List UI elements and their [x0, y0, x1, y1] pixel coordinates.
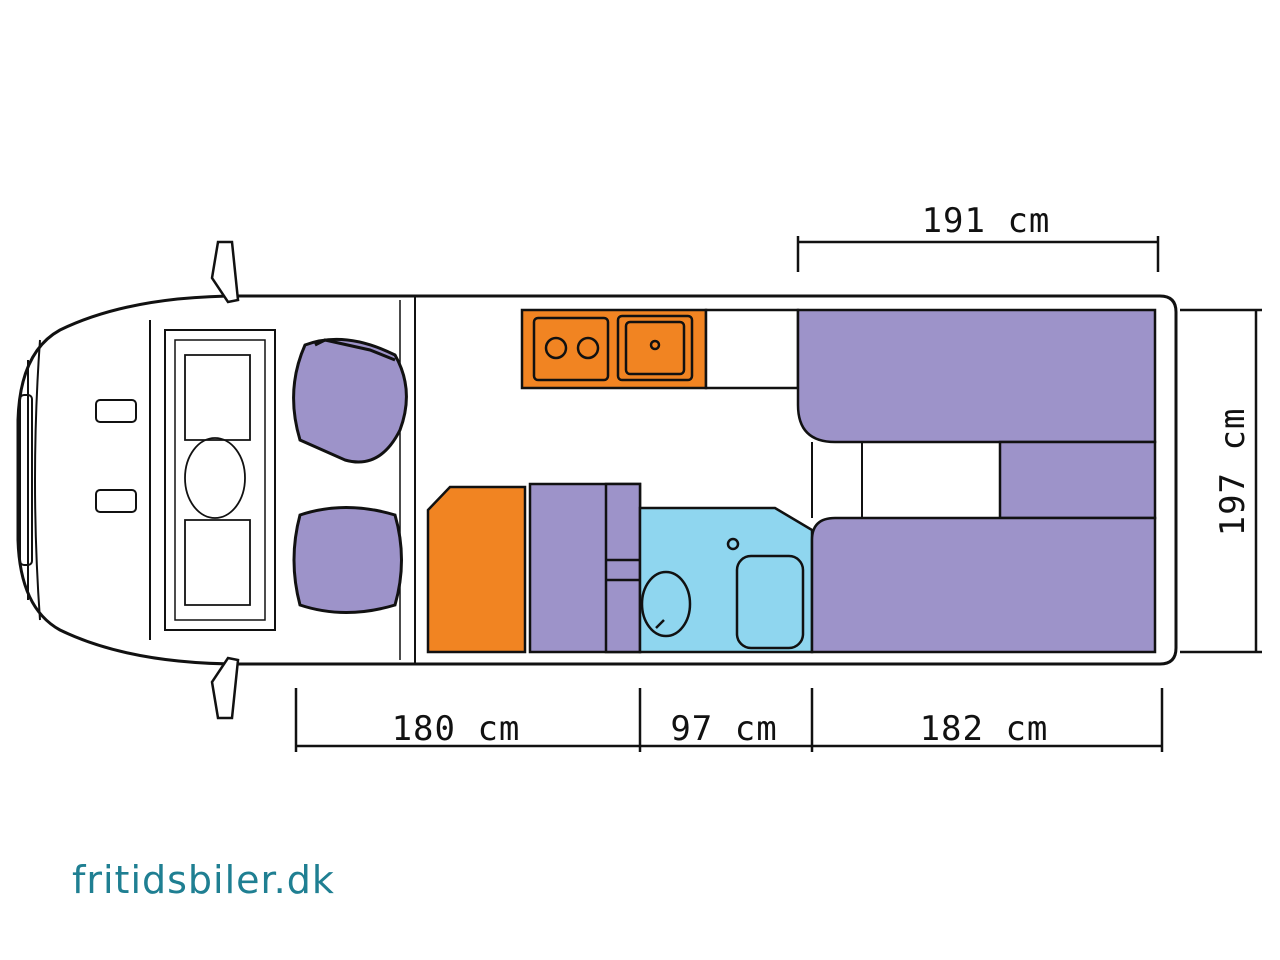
- dashboard: [184, 354, 251, 606]
- fridge-cabinet: [704, 308, 800, 390]
- dim-label-bed: 182 cm: [920, 709, 1049, 749]
- wardrobe: [528, 482, 642, 654]
- dimension-line-bottom: [294, 688, 1164, 752]
- bed-gap-outline: [811, 442, 1001, 518]
- bed-upper: [796, 308, 1157, 444]
- bathroom: [638, 506, 814, 654]
- passenger-seat: [292, 506, 403, 614]
- dim-label-bathroom: 97 cm: [670, 709, 777, 749]
- dimension-line-width: [1180, 308, 1262, 654]
- driver-seat: [292, 337, 408, 464]
- bed-lower: [810, 516, 1157, 654]
- dim-label-bed-length: 191 cm: [922, 201, 1051, 241]
- side-mirror-bottom: [210, 656, 240, 720]
- side-mirror-top: [210, 240, 240, 304]
- dim-label-cab: 180 cm: [392, 709, 521, 749]
- dimension-line-bed-length: [796, 236, 1160, 272]
- bed-middle: [998, 440, 1157, 520]
- dim-label-width: 197 cm: [1213, 408, 1253, 537]
- site-logo: fritidsbiler.dk: [72, 858, 335, 902]
- sideboard: [426, 485, 527, 654]
- front-grille: [19, 394, 137, 566]
- vehicle-outline: [16, 294, 1178, 666]
- kitchen-counter: [520, 308, 708, 390]
